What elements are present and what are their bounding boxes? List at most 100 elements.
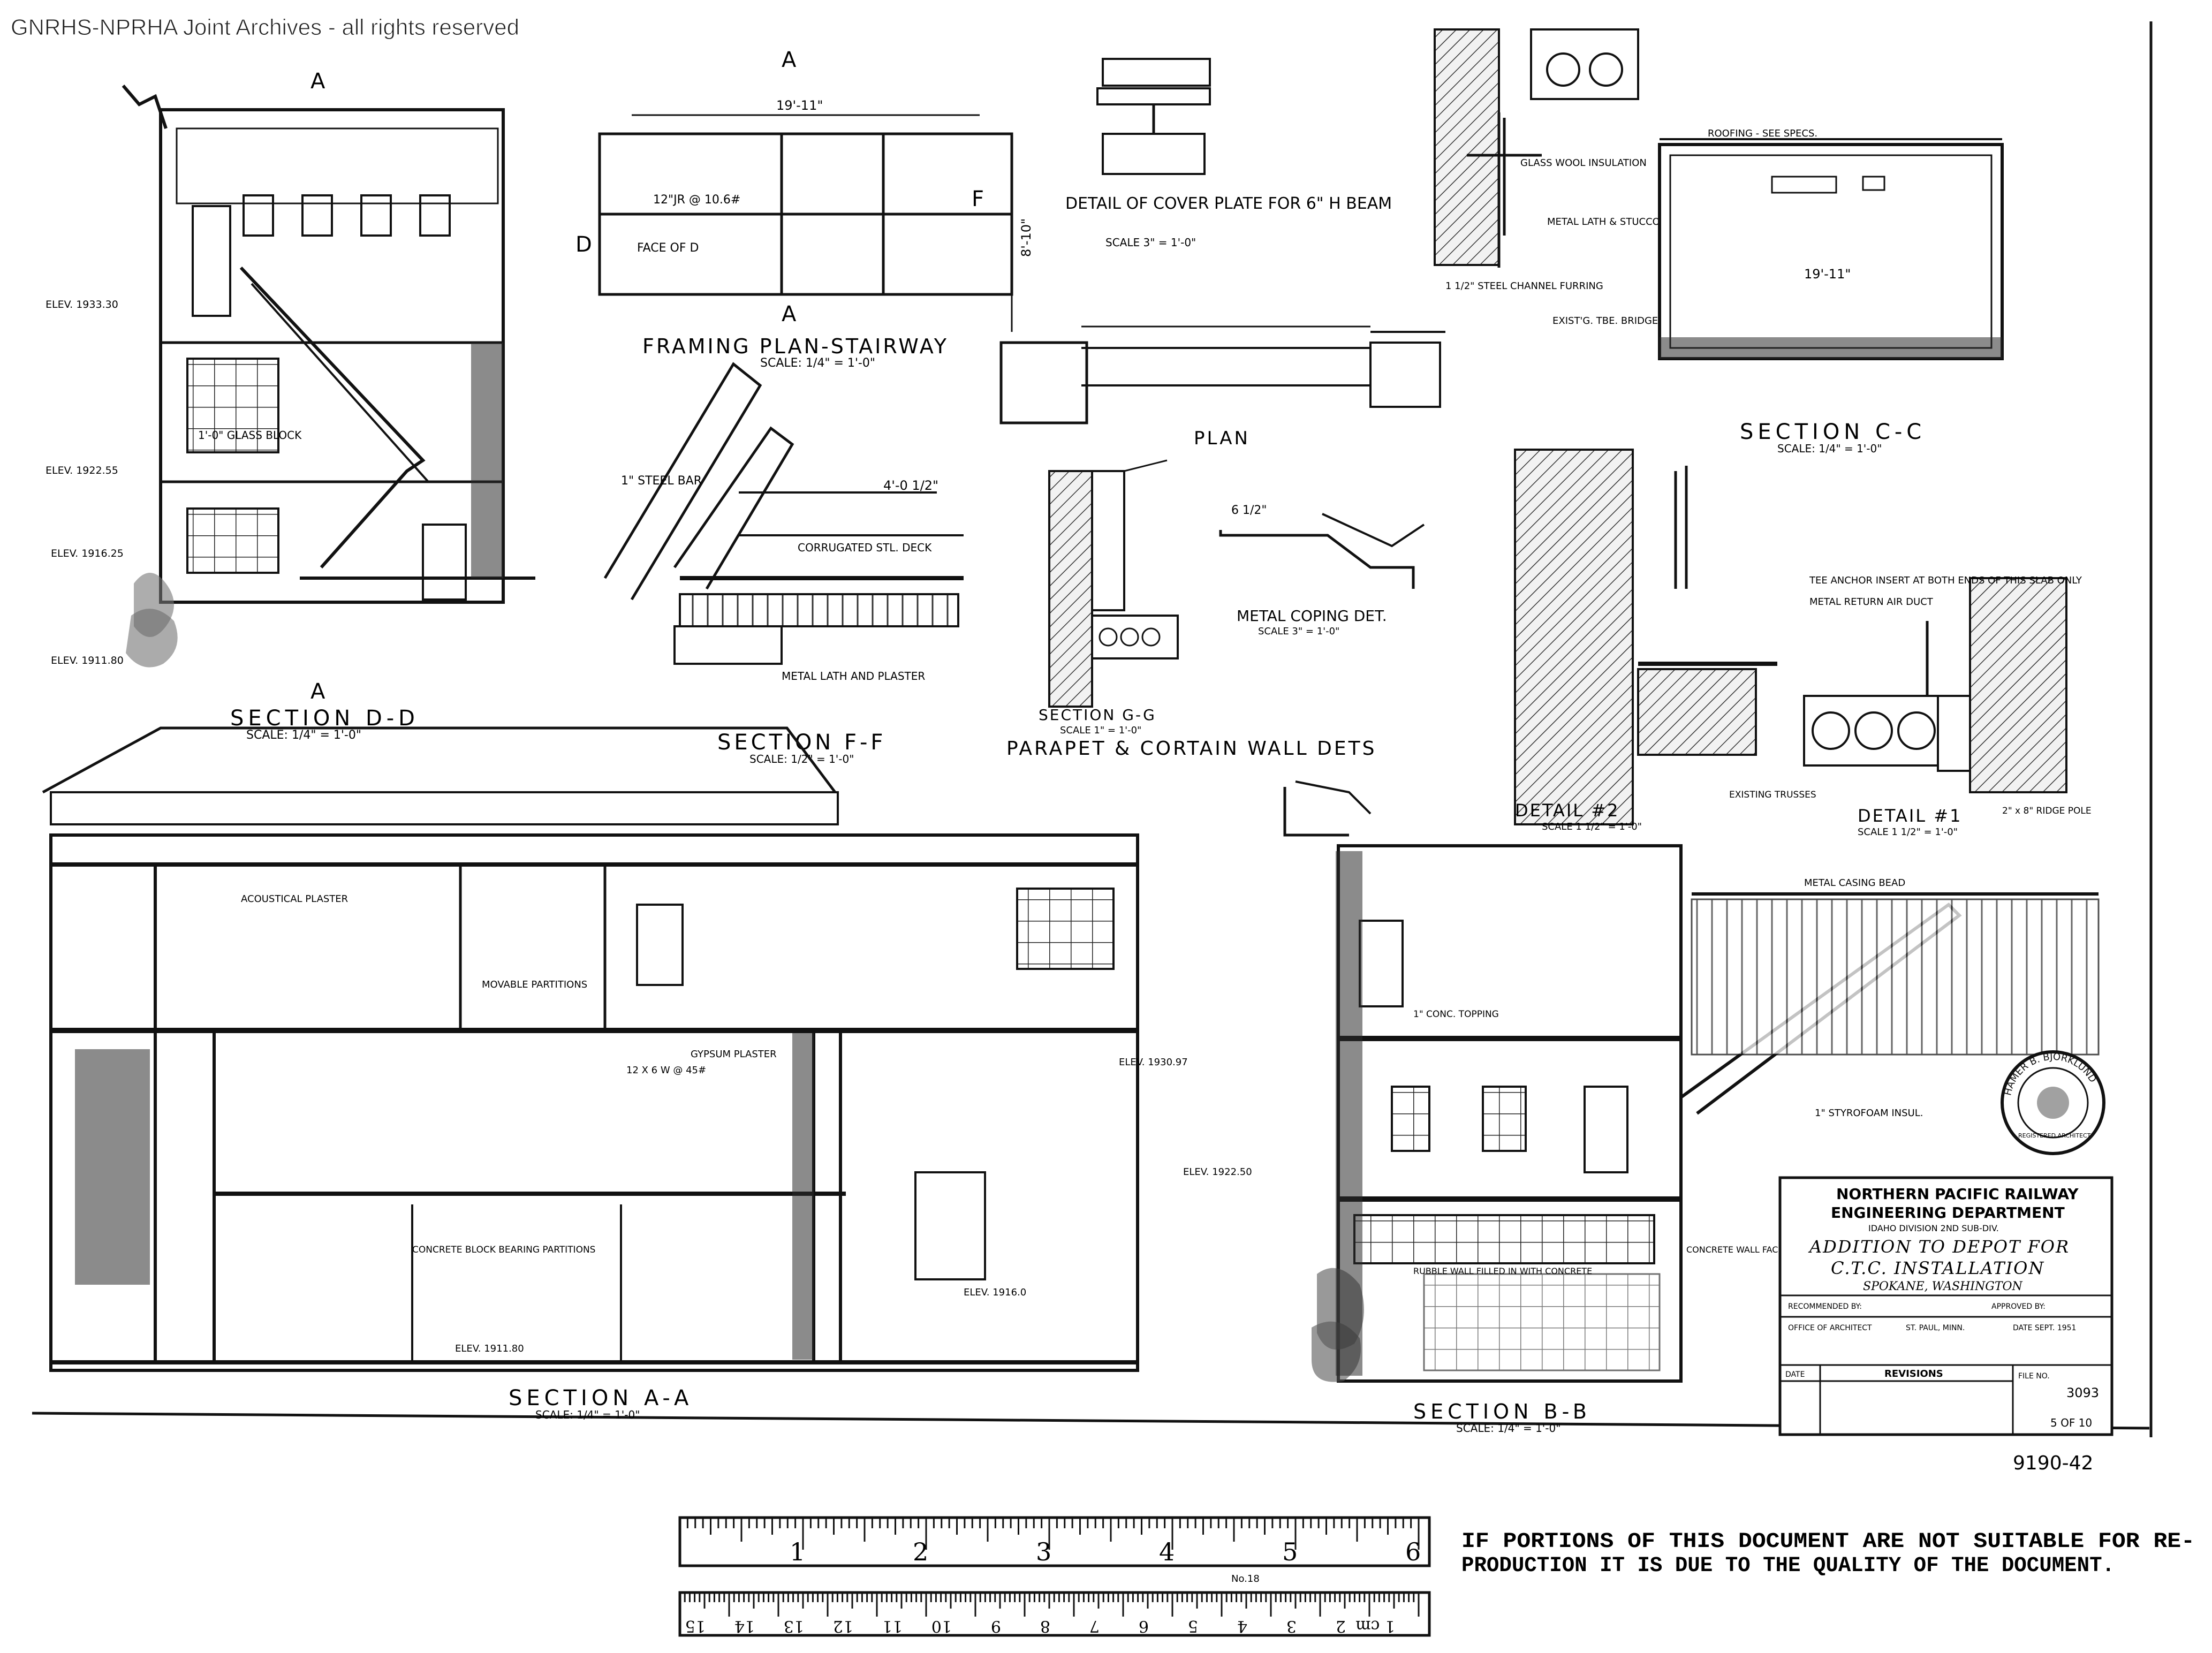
revisions-header: REVISIONS (1884, 1368, 1943, 1379)
project-line-1: ADDITION TO DEPOT FOR (1808, 1237, 2070, 1257)
movable-partitions-note: MOVABLE PARTITIONS (482, 979, 587, 990)
approved-by: APPROVED BY: (1991, 1302, 2046, 1311)
ruler-cm-label: 5 (1188, 1617, 1198, 1635)
archive-watermark: GNRHS-NPRHA Joint Archives - all rights … (11, 14, 519, 40)
division-name: IDAHO DIVISION 2ND SUB-DIV. (1868, 1223, 1999, 1233)
corrugated-deck-note: CORRUGATED STL. DECK (798, 541, 932, 554)
drawing-number: 3093 (2066, 1385, 2099, 1400)
metal-coping-title: METAL COPING DET. (1237, 607, 1387, 625)
ruler-cm-label: 12 (833, 1617, 853, 1635)
cover-plate-title: DETAIL OF COVER PLATE FOR 6" H BEAM (1065, 194, 1392, 213)
exist-bridge-note: EXIST'G. TBE. BRIDGE (1552, 315, 1658, 327)
ruler-cm-label: 3 (1286, 1617, 1297, 1635)
ruler-label: No.18 (1231, 1573, 1260, 1584)
cut-marker-d: D (575, 232, 592, 257)
cc-width-dimension: 19'-11" (1804, 267, 1851, 282)
ff-width-dimension: 4'-0 1/2" (883, 478, 938, 493)
steel-channel-note: 1 1/2" STEEL CHANNEL FURRING (1445, 280, 1603, 292)
quality-notice-line-2: PRODUCTION IT IS DUE TO THE QUALITY OF T… (1461, 1554, 2115, 1578)
ruler-inch-4: 4 (1159, 1537, 1175, 1566)
elev-label-4: ELEV. 1911.80 (51, 655, 124, 666)
framing-plan-scale: SCALE: 1/4" = 1'-0" (760, 357, 875, 370)
cut-marker-f: F (972, 187, 984, 211)
elev-label-7: ELEV. 1916.0 (964, 1287, 1026, 1298)
plan-coping-drawing (999, 325, 1445, 424)
seal-text: REGISTERED ARCHITECT (2018, 1132, 2091, 1139)
metal-coping-scale: SCALE 3" = 1'-0" (1258, 626, 1339, 637)
lath-stucco-note: METAL LATH & STUCCO (1547, 216, 1660, 228)
cut-marker-a-bottom: A (310, 679, 325, 704)
section-aa-scale: SCALE: 1/4" = 1'-0" (535, 1408, 640, 1421)
ruler-inch-5: 5 (1282, 1537, 1298, 1566)
block-partitions-note: CONCRETE BLOCK BEARING PARTITIONS (412, 1245, 595, 1255)
ruler-ticks-top (679, 1518, 1420, 1550)
wall-detail-drawing (1434, 28, 1639, 268)
section-ff-drawing (603, 362, 964, 665)
project-location: SPOKANE, WASHINGTON (1863, 1280, 2023, 1293)
ruler-inch-3: 3 (1036, 1537, 1051, 1566)
ruler-ticks-bottom (679, 1593, 1420, 1617)
ruler-cm-label: 11 (882, 1617, 903, 1635)
section-gg-drawing (1048, 459, 1179, 708)
cover-plate-scale: SCALE 3" = 1'-0" (1105, 236, 1196, 249)
elev-label-6: ELEV. 1922.50 (1183, 1166, 1252, 1178)
elev-label-5: ELEV. 1930.97 (1119, 1057, 1188, 1068)
tee-anchor-note: EXISTING TRUSSES (1729, 790, 1816, 800)
elev-label-3: ELEV. 1916.25 (51, 548, 124, 559)
ruler-cm-label: 15 (685, 1617, 706, 1635)
roofing-note: ROOFING - SEE SPECS. (1708, 128, 1817, 139)
cut-marker-a-plan: A (782, 48, 797, 72)
acoustical-plaster-note: ACOUSTICAL PLASTER (241, 893, 348, 905)
section-ff-title: SECTION F-F (717, 730, 886, 755)
section-cc-scale: SCALE: 1/4" = 1'-0" (1777, 442, 1882, 455)
metal-coping-drawing (1219, 513, 1425, 589)
gypsum-plaster-note: GYPSUM PLASTER (691, 1049, 777, 1060)
ruler-cm-label: 8 (1040, 1617, 1050, 1635)
detail-1-title: DETAIL #1 (1858, 806, 1962, 826)
department-name: ENGINEERING DEPARTMENT (1831, 1204, 2065, 1222)
ruler-cm-label: 10 (931, 1617, 952, 1635)
detail-2-title: DETAIL #2 (1515, 800, 1619, 821)
ruler-cm-label: 6 (1139, 1617, 1149, 1635)
ruler-cm-label: 13 (784, 1617, 804, 1635)
sheet-of: 5 OF 10 (2050, 1416, 2092, 1429)
recommended-by: RECOMMENDED BY: (1788, 1302, 1862, 1311)
section-dd-title: SECTION D-D (230, 706, 419, 731)
section-aa-drawing (42, 726, 1139, 1372)
return-duct-note: 2" x 8" RIDGE POLE (2002, 806, 2092, 816)
beam-size-note: 12 X 6 W @ 45# (626, 1065, 706, 1076)
quality-notice-line-1: IF PORTIONS OF THIS DOCUMENT ARE NOT SUI… (1461, 1530, 2195, 1554)
ridge-pole-note: METAL CASING BEAD (1804, 877, 1905, 889)
office-city: ST. PAUL, MINN. (1906, 1324, 1965, 1332)
rubble-wall-note: RUBBLE WALL FILLED IN WITH CONCRETE (1413, 1266, 1592, 1276)
styrofoam-note: TEE ANCHOR INSERT AT BOTH ENDS OF THIS S… (1809, 575, 2082, 586)
cut-marker-a-top: A (310, 69, 325, 94)
ruler-cm-label: 2 (1336, 1617, 1346, 1635)
measuring-ruler (678, 1516, 1431, 1637)
section-bb-drawing (1283, 780, 2100, 1383)
section-dd-scale: SCALE: 1/4" = 1'-0" (246, 729, 361, 742)
section-dd-drawing (122, 85, 535, 668)
framing-plan-title: FRAMING PLAN-STAIRWAY (642, 335, 949, 358)
detail-1-scale: SCALE 1 1/2" = 1'-0" (1858, 826, 1958, 838)
project-line-2: C.T.C. INSTALLATION (1831, 1258, 2044, 1278)
ruler-cm-label: 9 (991, 1617, 1001, 1635)
lath-plaster-note: METAL LATH AND PLASTER (782, 670, 925, 683)
svg-text:12"JR @ 10.6#: 12"JR @ 10.6# (653, 193, 740, 207)
trusses-note: 1" STYROFOAM INSUL. (1815, 1108, 1923, 1119)
glass-block-note: 1'-0" GLASS BLOCK (198, 429, 302, 442)
office-of-architect: OFFICE OF ARCHITECT (1788, 1324, 1872, 1332)
parapet-title: PARAPET & CORTAIN WALL DETS (1006, 738, 1376, 760)
plan-title: PLAN (1194, 428, 1250, 449)
steel-bar-note: 1" STEEL BAR (621, 474, 702, 488)
framing-plan-drawing: 12"JR @ 10.6# FACE OF D (598, 114, 1013, 332)
plan-length-dimension: 8'-10" (1019, 218, 1034, 257)
drawing-date: DATE SEPT. 1951 (2013, 1324, 2076, 1332)
ruler-cm-label: 14 (734, 1617, 755, 1635)
detail-1-drawing (1803, 577, 2067, 793)
cover-plate-drawing (1096, 58, 1211, 175)
section-gg-title: SECTION G-G (1039, 706, 1156, 724)
cut-marker-a-plan-bottom: A (782, 302, 797, 327)
